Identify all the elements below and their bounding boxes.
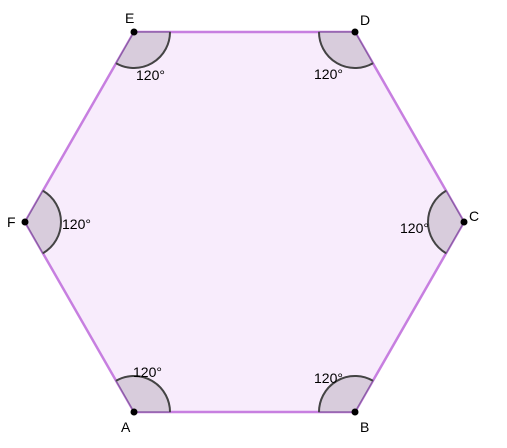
- vertex-label-e: E: [125, 10, 134, 26]
- vertex-label-a: A: [121, 419, 131, 435]
- angle-arc-b: [318, 375, 374, 413]
- angle-arc-d: [318, 31, 374, 69]
- vertex-point-a: [130, 408, 138, 416]
- angle-markers: [24, 31, 465, 413]
- angle-arc-e: [115, 31, 171, 69]
- angle-label-b: 120°: [314, 370, 343, 386]
- vertex-point-b: [351, 408, 359, 416]
- vertex-label-f: F: [7, 214, 16, 230]
- angle-label-c: 120°: [400, 220, 429, 236]
- vertex-point-d: [351, 28, 359, 36]
- angle-label-f: 120°: [62, 216, 91, 232]
- vertex-label-b: B: [360, 419, 369, 435]
- angle-label-e: 120°: [136, 67, 165, 83]
- vertex-point-c: [460, 218, 468, 226]
- vertex-point-e: [130, 28, 138, 36]
- vertex-label-c: C: [469, 208, 479, 224]
- vertex-label-d: D: [360, 12, 370, 28]
- angle-label-d: 120°: [314, 66, 343, 82]
- vertex-point-f: [21, 218, 29, 226]
- vertex-points: [21, 28, 468, 416]
- angle-arc-c: [427, 189, 447, 255]
- angle-arc-f: [42, 189, 62, 255]
- angle-label-a: 120°: [133, 364, 162, 380]
- angle-arc-a: [115, 375, 171, 413]
